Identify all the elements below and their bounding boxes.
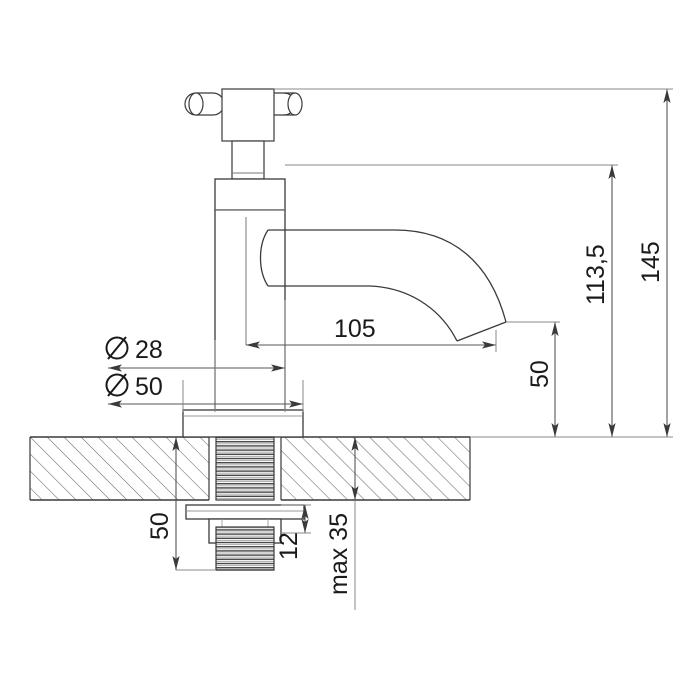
dim-label-total-height: 145 [637,241,665,283]
dim-label-outlet-height: 113,5 [582,244,610,305]
dimension-nut-height: 12 [275,504,311,560]
dimension-outlet-height: 113,5 [285,164,618,437]
dim-label-diameter-body: 28 [135,336,163,364]
faucet-body [214,178,286,411]
dim-label-nut-height: 12 [275,532,303,560]
dimension-diameter-body: 28 [105,300,286,412]
diameter-symbol-28-icon [105,336,129,360]
dimension-counter-thickness: max 35 [325,437,359,610]
mounting-washer [185,504,305,520]
threaded-shank [215,436,275,501]
cross-handle [184,88,303,180]
base-flange [182,409,304,438]
curved-spout [259,229,507,342]
dimension-shank-length: 50 [146,437,216,571]
lower-threaded-shank [215,526,275,571]
dim-label-shank-length: 50 [146,512,174,540]
dim-label-spout-height: 50 [526,360,554,388]
dimension-spout-height: 50 [506,321,560,437]
dim-label-counter-thickness: max 35 [325,513,353,595]
dim-label-spout-reach: 105 [334,315,376,343]
dimension-total-height: 145 [274,88,673,438]
body-cap [214,178,286,211]
diameter-symbol-50-icon [105,373,129,397]
spout-outlet [456,321,507,342]
dim-label-diameter-base: 50 [135,373,163,401]
dimension-spout-reach: 105 [246,315,497,352]
dimension-diameter-base: 50 [105,373,304,412]
